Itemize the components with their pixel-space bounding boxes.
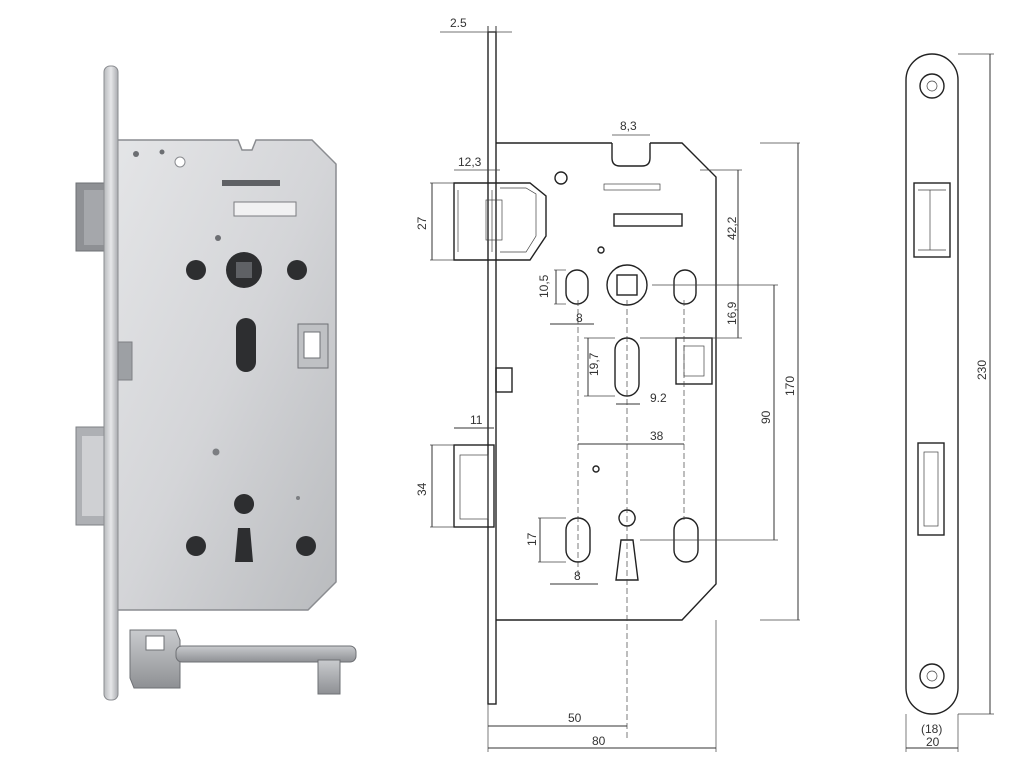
dim-20: 20	[926, 735, 940, 749]
front-view-drawing	[430, 26, 800, 752]
dim-2-5: 2.5	[450, 16, 467, 30]
dim-42-2: 42,2	[725, 216, 739, 240]
dim-170: 170	[783, 376, 797, 396]
dim-50: 50	[568, 711, 582, 725]
dim-12-3: 12,3	[458, 155, 482, 169]
drawing-latch-bolt	[453, 182, 547, 261]
dim-80: 80	[592, 734, 606, 748]
dim-8-top: 8	[576, 311, 583, 325]
dim-8-3: 8,3	[620, 119, 637, 133]
dim-230: 230	[975, 360, 989, 380]
lock-photo	[75, 65, 337, 701]
face-plate-side-view	[905, 53, 994, 752]
dim-34: 34	[415, 482, 429, 496]
drawing-face-plate	[487, 31, 497, 705]
dim-19-7: 19,7	[587, 352, 601, 376]
dim-11: 11	[470, 413, 483, 427]
key-photo	[129, 629, 357, 695]
keyhole	[234, 494, 255, 562]
dim-27: 27	[415, 216, 429, 230]
lock-body-plate	[113, 139, 337, 611]
dim-17: 17	[525, 532, 539, 546]
drawing-dead-bolt	[453, 444, 495, 528]
drawing-follower	[606, 264, 648, 306]
dim-18: (18)	[921, 722, 942, 736]
face-plate	[103, 65, 119, 701]
dim-38: 38	[650, 429, 664, 443]
dim-10-5: 10,5	[537, 274, 551, 298]
dim-8-bottom: 8	[574, 569, 581, 583]
dim-16-9: 16,9	[725, 301, 739, 325]
dim-9-2: 9.2	[650, 391, 667, 405]
dim-90: 90	[759, 410, 773, 424]
